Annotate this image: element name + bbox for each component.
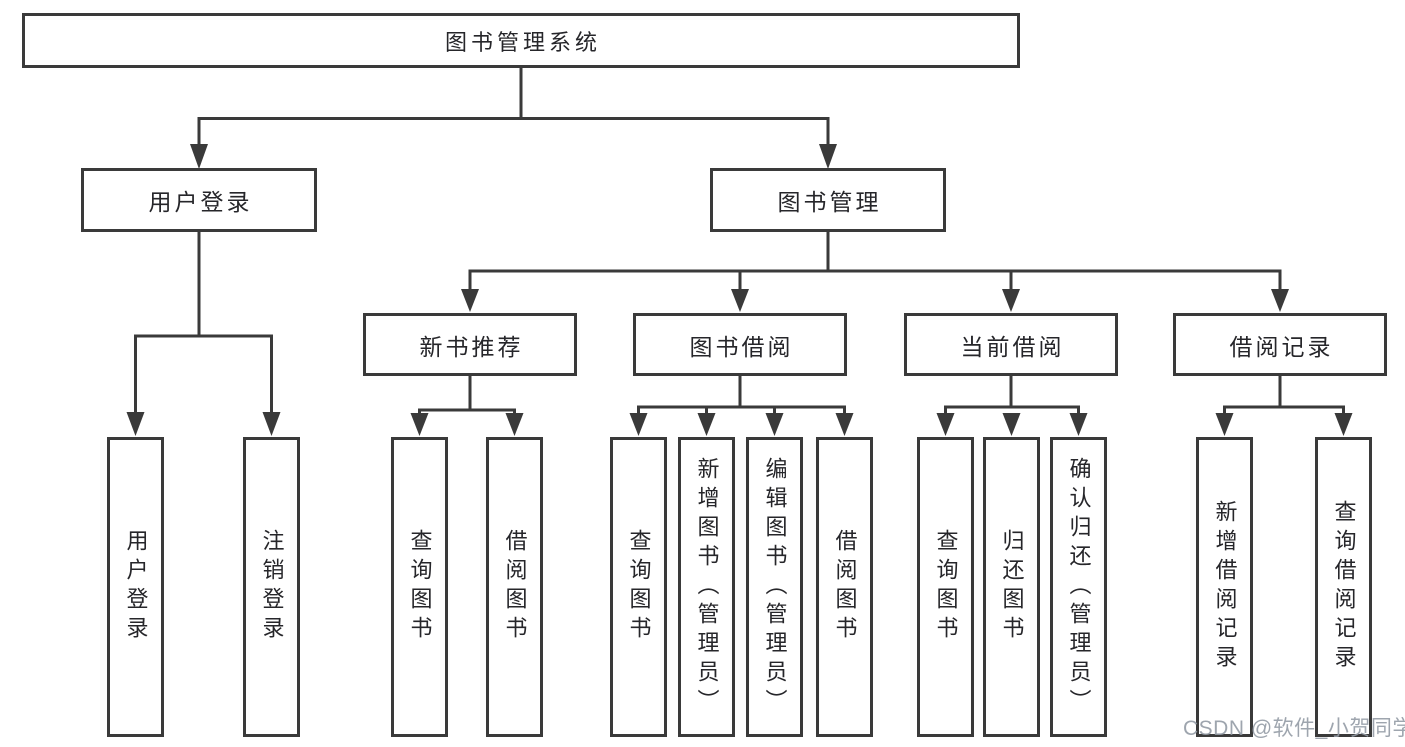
node-leaf-user-login: 用户登录	[107, 437, 164, 737]
node-label: 查询图书	[407, 529, 433, 645]
node-label: 当前借阅	[960, 333, 1065, 360]
node-label: 注销登录	[259, 529, 285, 645]
node-new-book-recommend: 新书推荐	[363, 313, 577, 376]
node-leaf-return-books: 归还图书	[983, 437, 1040, 737]
watermark: CSDN @软件_小贺同学	[1183, 717, 1405, 740]
node-label: 用户登录	[148, 189, 253, 215]
node-leaf-query-books-2: 查询图书	[610, 437, 667, 737]
node-current-borrowing: 当前借阅	[904, 313, 1118, 376]
node-leaf-query-borrow-record: 查询借阅记录	[1315, 437, 1372, 737]
node-label: 新增图书（管理员）	[694, 456, 720, 718]
node-label: 确认归还（管理员）	[1066, 456, 1092, 718]
node-leaf-confirm-return-admin: 确认归还（管理员）	[1050, 437, 1107, 737]
node-leaf-logout: 注销登录	[243, 437, 300, 737]
node-label: 新书推荐	[419, 333, 524, 360]
node-borrowing-records: 借阅记录	[1173, 313, 1387, 376]
node-label: 图书管理	[777, 189, 882, 215]
node-leaf-add-books-admin: 新增图书（管理员）	[678, 437, 735, 737]
node-label: 新增借阅记录	[1212, 500, 1238, 674]
node-library-management-system: 图书管理系统	[22, 13, 1020, 68]
node-label: 用户登录	[123, 529, 149, 645]
node-leaf-borrow-books-1: 借阅图书	[486, 437, 543, 737]
node-label: 借阅图书	[832, 529, 858, 645]
node-label: 图书借阅	[689, 333, 794, 360]
node-leaf-query-books-3: 查询图书	[917, 437, 974, 737]
node-label: 查询图书	[626, 529, 652, 645]
node-label: 借阅记录	[1229, 333, 1334, 360]
node-label: 查询图书	[933, 529, 959, 645]
node-label: 归还图书	[999, 529, 1025, 645]
node-leaf-add-borrow-record: 新增借阅记录	[1196, 437, 1253, 737]
node-book-management-branch: 图书管理	[710, 168, 946, 232]
node-leaf-edit-books-admin: 编辑图书（管理员）	[746, 437, 803, 737]
node-label: 借阅图书	[502, 529, 528, 645]
node-label: 编辑图书（管理员）	[762, 456, 788, 718]
node-leaf-borrow-books-2: 借阅图书	[816, 437, 873, 737]
node-leaf-query-books-1: 查询图书	[391, 437, 448, 737]
node-label: 图书管理系统	[444, 29, 601, 55]
node-book-borrowing: 图书借阅	[633, 313, 847, 376]
node-user-login-branch: 用户登录	[81, 168, 317, 232]
node-label: 查询借阅记录	[1331, 500, 1357, 674]
